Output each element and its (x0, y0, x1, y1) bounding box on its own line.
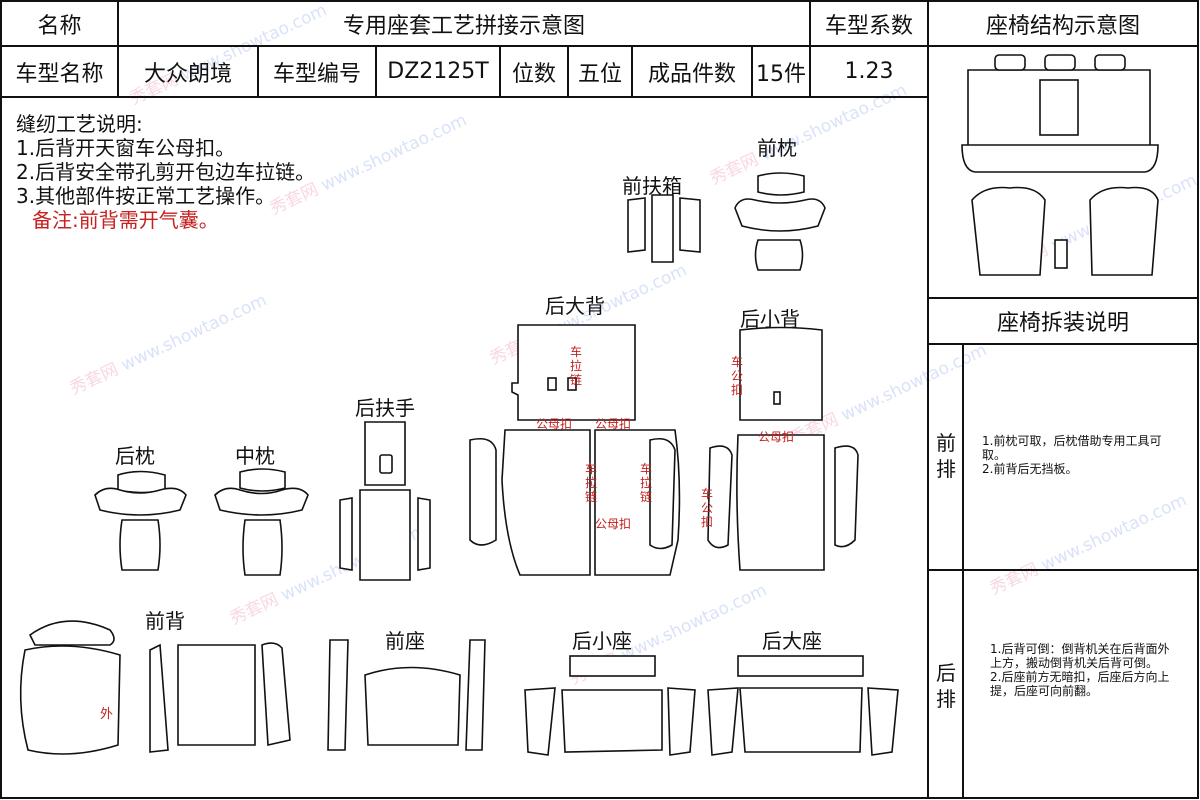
snap-annotation: 公母扣 (595, 517, 632, 531)
part-label-rear-small-back: 后小背 (740, 307, 800, 331)
outer-annotation: 外 (100, 707, 114, 722)
front-row-text: 1.前枕可取，后枕借助专用工具可取。 2.前背后无挡板。 (982, 434, 1162, 476)
instruction-note: 备注:前背需开气囊。 (32, 208, 219, 232)
model-name-value: 大众朗境 (143, 61, 232, 87)
disassembly-title: 座椅拆装说明 (996, 311, 1129, 336)
structure-title: 座椅结构示意图 (985, 13, 1140, 39)
pieces-value: 15件 (756, 61, 806, 87)
zipper-snap-annotation: 车公扣 (700, 487, 713, 529)
part-label-rear-small-seat: 后小座 (572, 629, 632, 653)
zipper-annotation: 车拉链 (639, 462, 652, 504)
name-label: 名称 (37, 13, 82, 39)
part-label-front-armrest-box: 前扶箱 (622, 174, 682, 198)
zipper-annotation: 车拉链 (569, 345, 582, 387)
part-label-middle-headrest: 中枕 (235, 444, 275, 468)
snap-annotation: 公母扣 (536, 417, 573, 431)
part-label-front-headrest: 前枕 (757, 136, 797, 160)
part-label-front-back: 前背 (145, 609, 185, 633)
pieces-label: 成品件数 (647, 61, 736, 87)
part-label-rear-big-seat: 后大座 (762, 629, 822, 653)
front-row-label: 前排 (936, 431, 956, 481)
rear-row-label: 后排 (936, 661, 956, 711)
seats-value: 五位 (577, 61, 622, 87)
zipper-annotation: 车拉链 (584, 462, 597, 504)
instruction-item: 2.后背安全带孔剪开包边车拉链。 (16, 160, 316, 184)
part-label-front-seat: 前座 (385, 629, 425, 653)
instructions-title: 缝纫工艺说明: (16, 112, 143, 136)
snap-annotation: 公母扣 (595, 417, 632, 431)
part-label-rear-headrest: 后枕 (115, 444, 155, 468)
seats-label: 位数 (511, 61, 556, 87)
snap-annotation: 公母扣 (758, 430, 795, 444)
model-code-label: 车型编号 (272, 61, 361, 87)
instruction-item: 1.后背开天窗车公母扣。 (16, 136, 236, 160)
part-label-rear-big-back: 后大背 (545, 294, 605, 318)
rear-row-text: 1.后背可倒：倒背机关在后背面外上方，搬动倒背机关后背可倒。 2.后座前方无暗扣… (990, 642, 1170, 698)
coef-value: 1.23 (844, 59, 894, 84)
model-name-label: 车型名称 (15, 61, 104, 87)
part-label-rear-armrest: 后扶手 (355, 396, 415, 420)
instruction-item: 3.其他部件按正常工艺操作。 (16, 184, 276, 208)
zipper-snap-annotation: 车公扣 (730, 355, 743, 397)
model-code-value: DZ2125T (387, 59, 489, 84)
coef-label: 车型系数 (824, 13, 913, 39)
doc-title: 专用座套工艺拼接示意图 (342, 13, 585, 39)
sewing-instructions: 缝纫工艺说明: 1.后背开天窗车公母扣。 2.后背安全带孔剪开包边车拉链。 3.… (16, 112, 315, 232)
